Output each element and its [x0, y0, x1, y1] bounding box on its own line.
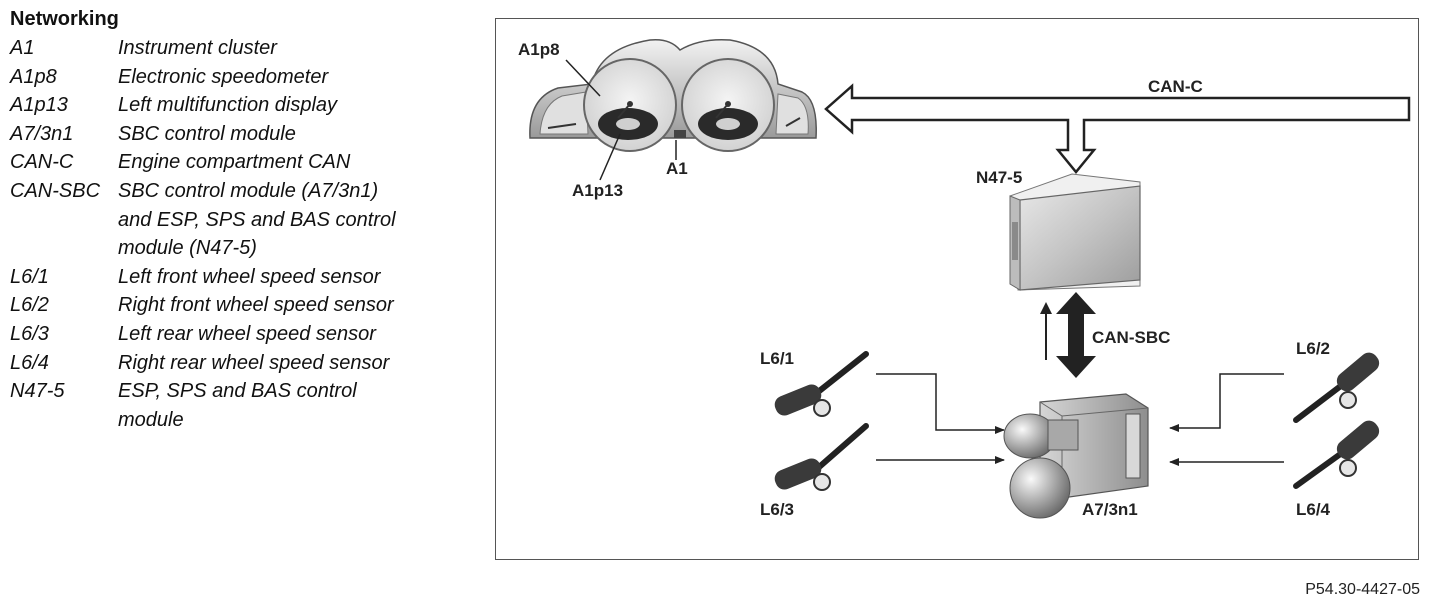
legend-code: L6/4: [10, 351, 49, 374]
legend-code: A1p13: [10, 94, 68, 117]
legend-description: Right front wheel speed sensor: [118, 294, 394, 317]
legend-description: Left rear wheel speed sensor: [118, 322, 376, 345]
legend-item: A7/3n1 SBC control module: [10, 120, 480, 149]
legend-description: Instrument cluster: [118, 37, 277, 59]
signal-line-l6-2: [1169, 373, 1284, 432]
legend-code: CAN-SBC: [10, 179, 101, 202]
legend-description: SBC control module: [118, 122, 296, 145]
legend-code: A1p8: [10, 65, 57, 88]
legend-code: CAN-C: [10, 151, 74, 174]
legend-item: L6/3 Left rear wheel speed sensor: [10, 320, 480, 349]
diagram-frame: [495, 18, 1419, 560]
legend-description: Left multifunction display: [118, 94, 338, 117]
leader-a1p13: [599, 133, 621, 181]
label-a1p13: A1p13: [572, 181, 623, 200]
legend-item: L6/4 Right rear wheel speed sensor: [10, 349, 480, 378]
label-l6-1: L6/1: [760, 349, 794, 368]
signal-line-l6-1: [876, 373, 1005, 434]
legend-item: L6/2 Right front wheel speed sensor: [10, 291, 480, 320]
label-a1: A1: [666, 159, 688, 178]
legend-code: L6/1: [10, 265, 49, 288]
legend-description: Left front wheel speed sensor: [118, 265, 381, 288]
leader-a1p8: [565, 59, 601, 97]
legend-title: Networking: [10, 8, 119, 30]
label-can-sbc: CAN-SBC: [1092, 328, 1170, 347]
legend-code: A1: [10, 37, 35, 59]
wheel-sensor-l6-3-icon: [774, 423, 869, 491]
label-n47-5: N47-5: [976, 168, 1022, 187]
legend-item: CAN-C Engine compartment CAN: [10, 148, 480, 177]
wheel-sensor-l6-2-icon: [1293, 352, 1380, 423]
legend-item: CAN-SBC SBC control module (A7/3n1) and E…: [10, 177, 480, 263]
legend-item: N47-5 ESP, SPS and BAS control module: [10, 377, 480, 434]
can-c-bus: [824, 83, 1411, 174]
legend-code: N47-5: [10, 380, 65, 403]
legend-code: L6/2: [10, 294, 49, 317]
legend-item: A1 Instrument cluster: [10, 34, 480, 63]
legend-item: L6/1 Left front wheel speed sensor: [10, 263, 480, 292]
label-l6-3: L6/3: [760, 500, 794, 519]
legend-code: L6/3: [10, 322, 49, 345]
legend-item: A1p8 Electronic speedometer: [10, 63, 480, 92]
label-l6-2: L6/2: [1296, 339, 1330, 358]
figure-reference: P54.30-4427-05: [1305, 581, 1420, 598]
label-a7-3n1: A7/3n1: [1082, 500, 1138, 519]
legend-item: A1p13 Left multifunction display: [10, 91, 480, 120]
legend-description: Right rear wheel speed sensor: [118, 351, 390, 374]
label-l6-4: L6/4: [1296, 500, 1331, 519]
wheel-sensor-l6-1-icon: [774, 351, 869, 417]
can-sbc-bus-arrow: [1056, 292, 1096, 378]
legend-description: SBC control module (A7/3n1) and ESP, SPS…: [118, 179, 396, 260]
label-can-c: CAN-C: [1148, 77, 1203, 96]
signal-arrow-up: [1040, 302, 1052, 360]
label-a1p8: A1p8: [518, 40, 560, 59]
legend-description: ESP, SPS and BAS control module: [118, 380, 357, 431]
legend-code: A7/3n1: [10, 122, 74, 145]
instrument-cluster-icon: [529, 38, 817, 152]
legend-description: Electronic speedometer: [118, 65, 329, 88]
sbc-control-module-icon: [1003, 393, 1149, 519]
esp-control-module-icon: [1009, 173, 1141, 291]
wheel-sensor-l6-4-icon: [1293, 420, 1380, 489]
legend-description: Engine compartment CAN: [118, 151, 351, 174]
